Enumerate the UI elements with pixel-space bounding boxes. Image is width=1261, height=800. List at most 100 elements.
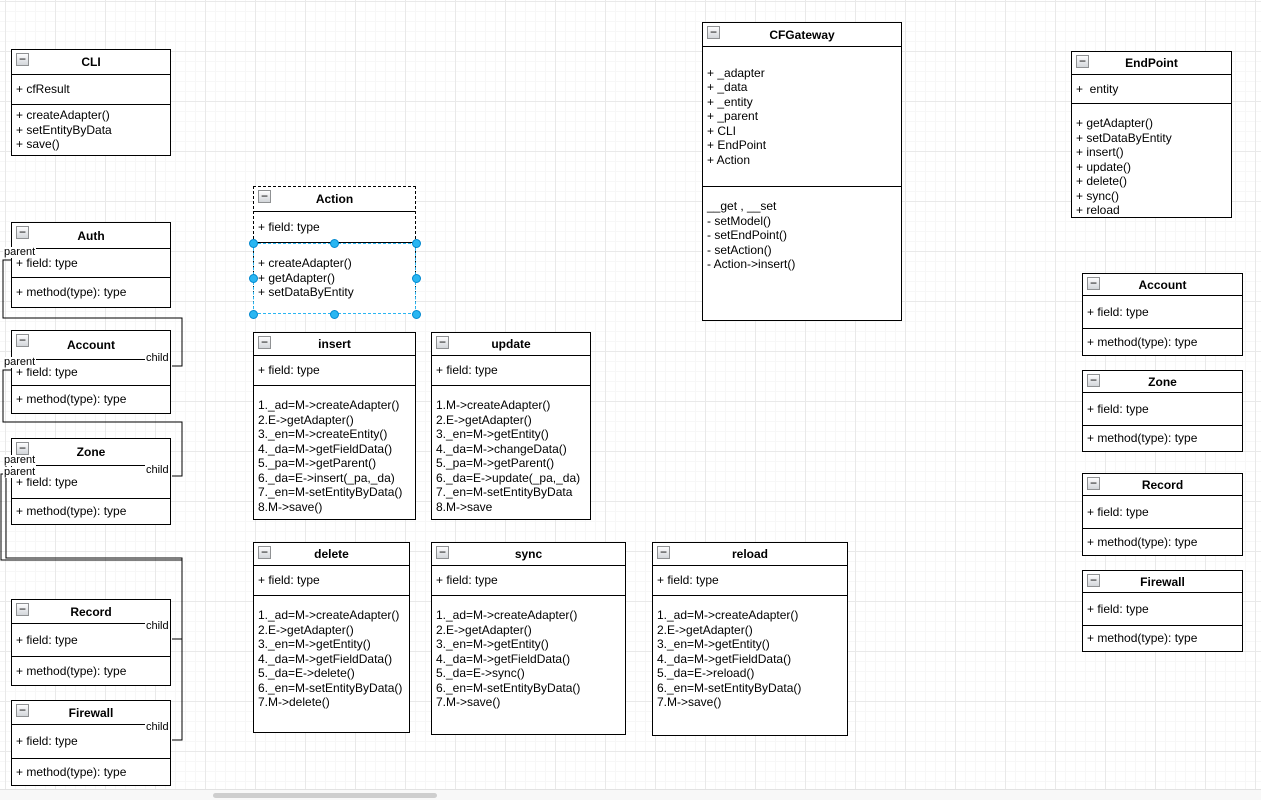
class-name: CFGateway: [769, 27, 835, 42]
collapse-icon[interactable]: −: [16, 226, 29, 239]
edge-label-child[interactable]: child: [145, 620, 170, 632]
fields-compartment: + field: type: [12, 359, 170, 385]
edge-label-parent[interactable]: parent: [3, 466, 37, 478]
collapse-icon[interactable]: −: [16, 53, 29, 66]
methods-compartment: 1._ad=M->createAdapter()2.E->getAdapter(…: [254, 385, 415, 519]
class-title-bar: −Zone: [12, 439, 170, 465]
class-title-bar: −Action: [254, 187, 415, 211]
method-line: 2.E->getAdapter(): [436, 622, 532, 637]
selection-handle[interactable]: [330, 309, 339, 319]
selection-handle[interactable]: [248, 309, 258, 319]
field-line: + _adapter: [707, 65, 765, 80]
class-name: Account: [67, 338, 115, 352]
horizontal-scrollbar-thumb[interactable]: [213, 793, 437, 798]
methods-compartment: + method(type): type: [1083, 425, 1242, 451]
collapse-icon[interactable]: −: [258, 190, 271, 203]
fields-compartment: + entity: [1072, 74, 1231, 103]
collapse-icon[interactable]: −: [258, 336, 271, 349]
collapse-icon[interactable]: −: [436, 336, 449, 349]
method-line: + getAdapter(): [258, 270, 336, 285]
class-auth[interactable]: −Auth+ field: type+ method(type): type: [11, 222, 171, 308]
edge-label-parent[interactable]: parent: [3, 246, 37, 258]
method-line: + createAdapter(): [258, 256, 352, 271]
fields-compartment: + field: type: [653, 565, 847, 595]
method-line: + method(type): type: [1087, 534, 1198, 549]
class-zone-right[interactable]: −Zone+ field: type+ method(type): type: [1082, 370, 1243, 452]
field-line: + field: type: [258, 573, 320, 588]
collapse-icon[interactable]: −: [1087, 477, 1100, 490]
selection-handle[interactable]: [411, 274, 421, 283]
collapse-icon[interactable]: −: [16, 704, 29, 717]
class-record-right[interactable]: −Record+ field: type+ method(type): type: [1082, 473, 1243, 556]
selection-handle[interactable]: [411, 309, 421, 319]
collapse-icon[interactable]: −: [16, 442, 29, 455]
collapse-icon[interactable]: −: [1087, 574, 1100, 587]
method-line: 8.M->save: [436, 499, 493, 514]
edge-label-parent[interactable]: parent: [3, 356, 37, 368]
connector-auth-account[interactable]: [2, 259, 183, 367]
method-line: 6._en=M-setEntityByData(): [657, 680, 802, 695]
class-account-right[interactable]: −Account+ field: type+ method(type): typ…: [1082, 273, 1243, 356]
class-record-left[interactable]: −Record+ field: type+ method(type): type: [11, 599, 171, 686]
class-title-bar: − Record: [12, 600, 170, 623]
collapse-icon[interactable]: −: [707, 26, 720, 39]
field-line: + field: type: [16, 365, 78, 380]
selection-handle[interactable]: [411, 238, 421, 248]
fields-compartment: + field: type: [254, 355, 415, 385]
method-line: 6._da=E->insert(_pa,_da): [258, 470, 395, 485]
collapse-icon[interactable]: −: [16, 603, 29, 616]
method-line: 3._en=M->getEntity(): [436, 427, 549, 441]
collapse-icon[interactable]: −: [1076, 55, 1089, 68]
fields-compartment: + field: type: [254, 211, 415, 242]
class-firewall-left[interactable]: −Firewall+ field: type+ method(type): ty…: [11, 700, 171, 786]
field-line: + entity: [1076, 81, 1119, 96]
method-line: + method(type): type: [16, 504, 127, 519]
collapse-icon[interactable]: −: [258, 546, 271, 559]
method-line: 5._pa=M->getParent(): [258, 456, 377, 470]
class-name: Record: [70, 604, 112, 619]
connector-zone-firewall[interactable]: [0, 473, 183, 741]
edge-label-child[interactable]: child: [145, 721, 170, 733]
class-firewall-right[interactable]: −Firewall+ field: type+ method(type): ty…: [1082, 570, 1243, 652]
methods-compartment: 1._ad=M->createAdapter()2.E->getAdapter(…: [432, 595, 625, 734]
selection-handle[interactable]: [248, 238, 258, 248]
method-line: 2.E->getAdapter(): [258, 412, 354, 427]
class-title-bar: −Zone: [1083, 371, 1242, 392]
class-title-bar: −EndPoint: [1072, 52, 1231, 74]
connector-account-zone[interactable]: [2, 369, 183, 477]
method-line: 7.M->save(): [436, 695, 501, 709]
collapse-icon[interactable]: −: [1087, 374, 1100, 387]
collapse-icon[interactable]: −: [16, 334, 29, 347]
class-zone-left[interactable]: −Zone+ field: type+ method(type): type: [11, 438, 171, 525]
method-line: 6._en=M-setEntityByData(): [258, 680, 403, 695]
class-endpoint[interactable]: −EndPoint+ entity+ getAdapter()+ setData…: [1071, 51, 1232, 218]
collapse-icon[interactable]: −: [1087, 277, 1100, 290]
method-line: 1._ad=M->createAdapter(): [657, 608, 799, 622]
method-line: + method(type): type: [16, 663, 127, 678]
edge-label-child[interactable]: child: [145, 352, 170, 364]
class-cli[interactable]: −CLI+ cfResult+ createAdapter()+ setEnti…: [11, 49, 171, 156]
horizontal-scrollbar[interactable]: [0, 789, 1261, 800]
method-line: + sync(): [1076, 188, 1120, 203]
selection-handle[interactable]: [248, 274, 258, 283]
collapse-icon[interactable]: −: [657, 546, 670, 559]
class-account-left[interactable]: −Account+ field: type+ method(type): typ…: [11, 330, 171, 414]
method-line: 4._da=M->getFieldData(): [258, 441, 393, 456]
class-title-bar: − CFGateway: [703, 23, 901, 46]
class-action[interactable]: −Action+ field: type + createAdapter()+ g…: [253, 186, 416, 314]
method-line: + setDataByEntity: [258, 285, 354, 300]
edge-label-child[interactable]: child: [145, 464, 170, 476]
collapse-icon[interactable]: −: [436, 546, 449, 559]
edge-label-parent[interactable]: parent: [3, 454, 37, 466]
class-name: insert: [318, 337, 351, 351]
fields-compartment: + field: type: [432, 355, 590, 385]
methods-compartment: + method(type): type: [12, 277, 170, 307]
class-cfgateway[interactable]: −CFGateway+ _adapter+ _data+ _entity+ _p…: [702, 22, 902, 321]
selection-handle[interactable]: [330, 238, 339, 248]
